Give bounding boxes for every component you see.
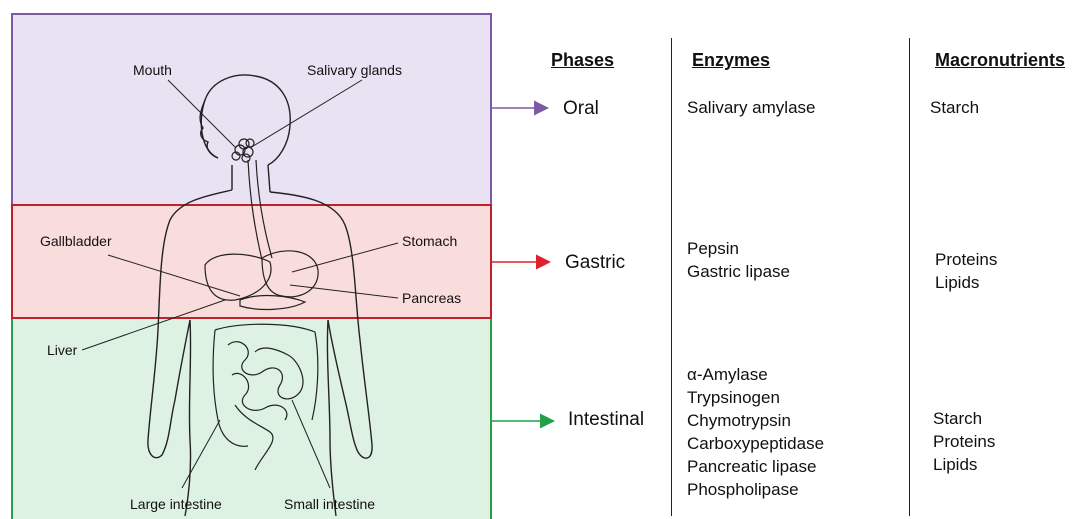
header-macronutrients: Macronutrients [935,50,1065,71]
enzyme-item: α-Amylase [687,363,824,386]
label-stomach: Stomach [402,233,457,249]
enzymes-intestinal: α-Amylase Trypsinogen Chymotrypsin Carbo… [687,363,824,501]
enzyme-item: Carboxypeptidase [687,432,824,455]
label-mouth: Mouth [133,62,172,78]
enzymes-oral: Salivary amylase [687,96,816,119]
macronutrient-item: Starch [933,407,995,430]
macronutrient-item: Proteins [933,430,995,453]
macronutrient-item: Lipids [933,453,995,476]
enzyme-item: Salivary amylase [687,96,816,119]
label-pancreas: Pancreas [402,290,461,306]
column-divider-1 [671,38,672,516]
enzyme-item: Trypsinogen [687,386,824,409]
label-small-intestine: Small intestine [284,496,375,512]
macronutrient-item: Lipids [935,271,997,294]
enzyme-item: Gastric lipase [687,260,790,283]
macronutrient-item: Starch [930,96,979,119]
phase-intestinal: Intestinal [568,409,644,431]
enzyme-item: Phospholipase [687,478,824,501]
label-salivary-glands: Salivary glands [307,62,402,78]
header-enzymes: Enzymes [692,50,770,71]
phase-gastric: Gastric [565,252,625,274]
macronutrients-intestinal: Starch Proteins Lipids [933,407,995,476]
label-liver: Liver [47,342,77,358]
enzyme-item: Pancreatic lipase [687,455,824,478]
macronutrients-oral: Starch [930,96,979,119]
label-gallbladder: Gallbladder [40,233,112,249]
macronutrients-gastric: Proteins Lipids [935,248,997,294]
enzyme-item: Chymotrypsin [687,409,824,432]
macronutrient-item: Proteins [935,248,997,271]
enzyme-item: Pepsin [687,237,790,260]
column-divider-2 [909,38,910,516]
label-large-intestine: Large intestine [130,496,222,512]
phase-oral: Oral [563,98,599,120]
enzymes-gastric: Pepsin Gastric lipase [687,237,790,283]
phase-arrows [492,108,552,421]
header-phases: Phases [551,50,614,71]
